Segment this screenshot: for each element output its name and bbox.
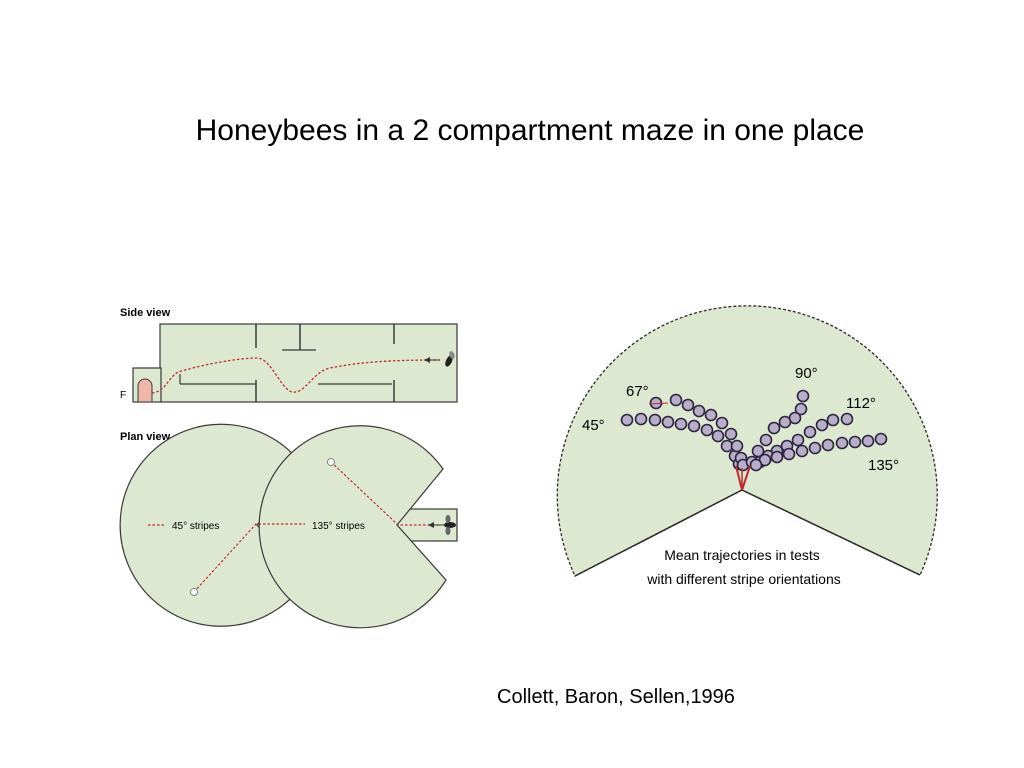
trajectory-marker [190, 588, 198, 596]
side-view-food-label: F [120, 390, 126, 401]
side-view-label: Side view [120, 307, 171, 319]
compartment-2-label: 135° stripes [312, 521, 365, 532]
entrance-arrow [735, 465, 751, 491]
trajectory-bead [749, 458, 763, 472]
trajectory-bead [791, 433, 805, 447]
angle-label-135: 135° [868, 457, 899, 474]
trajectory-bead [835, 436, 849, 450]
trajectory-bead [782, 447, 796, 461]
trajectory-bead [704, 408, 718, 422]
trajectory-bead [821, 438, 835, 452]
compartment-1-label: 45° stripes [172, 521, 219, 532]
side-view-tunnel [159, 323, 458, 403]
trajectory-bead [815, 418, 829, 432]
trajectory-bead [795, 444, 809, 458]
side-view-trajectory [151, 357, 441, 394]
trajectory-bead [759, 433, 773, 447]
angle-label-90: 90° [795, 365, 818, 382]
trajectory-bead [711, 429, 725, 443]
trajectory-marker [327, 458, 335, 466]
trajectory-bead [796, 389, 810, 403]
trajectory-bead [674, 417, 688, 431]
trajectory-bead [669, 393, 683, 407]
trajectory-bead [808, 441, 822, 455]
trajectory-beads [620, 389, 888, 472]
citation: Collett, Baron, Sellen,1996 [497, 686, 735, 708]
bee-icon [424, 351, 455, 367]
trajectory-bead [794, 402, 808, 416]
trajectory-bead [724, 427, 738, 441]
trajectory-bead [648, 413, 662, 427]
trajectory-bead [681, 398, 695, 412]
trajectory-bead [620, 413, 634, 427]
trajectory-bead [687, 419, 701, 433]
trajectory-bead [778, 415, 792, 429]
trajectory-bead [826, 413, 840, 427]
trajectory-bead [861, 434, 875, 448]
bee-icon [428, 515, 456, 535]
trajectory-bead [767, 421, 781, 435]
arena-sector-edges [574, 489, 921, 577]
trajectory-bead [634, 412, 648, 426]
trajectory-bead [770, 450, 784, 464]
trajectory-bead [692, 404, 706, 418]
compartment-135-stripes [258, 425, 447, 629]
side-view-diagram: Side view F [120, 307, 458, 403]
trajectory-bead [700, 423, 714, 437]
trajectory-bead [803, 425, 817, 439]
arena-sector [556, 305, 938, 577]
trajectory-bead [715, 416, 729, 430]
trajectory-bead [874, 432, 888, 446]
fan-caption-line-2: with different stripe orientations [646, 571, 841, 587]
plan-view-diagram: Plan view F 45° stripes 135° stripes [119, 423, 458, 629]
plan-view-label: Plan view [120, 431, 171, 443]
trajectory-bead [840, 412, 854, 426]
trajectory-bead [661, 415, 675, 429]
fan-caption-line-1: Mean trajectories in tests [664, 547, 820, 563]
angle-label-67: 67° [626, 383, 649, 400]
side-view-food-cup [137, 378, 153, 403]
angle-label-45: 45° [582, 417, 605, 434]
trajectory-bead [730, 439, 744, 453]
angle-label-112: 112° [846, 395, 876, 412]
angle-label-leader [648, 402, 669, 405]
trajectory-bead [848, 435, 862, 449]
slide-title: Honeybees in a 2 compartment maze in one… [195, 114, 865, 147]
plan-view-trajectory [148, 461, 440, 593]
compartment-45-stripes [119, 423, 307, 627]
trajectory-fan-diagram: 45° 67° 90° 112° 135° Mean trajectories … [556, 305, 938, 587]
